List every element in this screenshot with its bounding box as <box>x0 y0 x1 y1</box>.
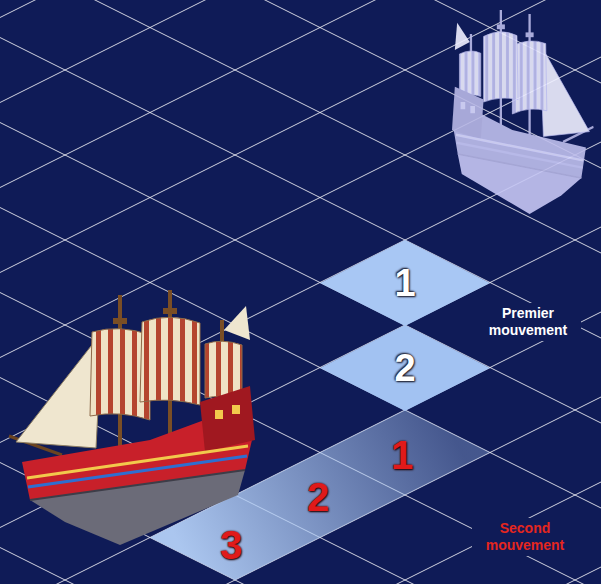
step-number: 1 <box>391 435 413 475</box>
tile-number: 2 <box>394 349 415 387</box>
move-caption: Premier mouvement <box>475 303 581 341</box>
move-tile: 2 <box>320 325 490 411</box>
step-number: 2 <box>307 477 329 517</box>
grid-line <box>0 0 601 3</box>
move-tile: 1 <box>320 240 490 326</box>
grid-line <box>0 0 601 23</box>
grid-line <box>0 562 601 584</box>
tile-diamond <box>320 325 490 411</box>
tile-diamond <box>320 240 490 326</box>
pirate-ship <box>9 290 255 545</box>
grid-line <box>0 0 601 278</box>
grid-line <box>0 0 601 258</box>
move-caption: Second mouvement <box>472 518 578 556</box>
grid-line <box>0 288 601 584</box>
tile-number: 1 <box>394 264 415 302</box>
ghost-ship <box>452 10 593 214</box>
step-number: 3 <box>220 525 242 565</box>
